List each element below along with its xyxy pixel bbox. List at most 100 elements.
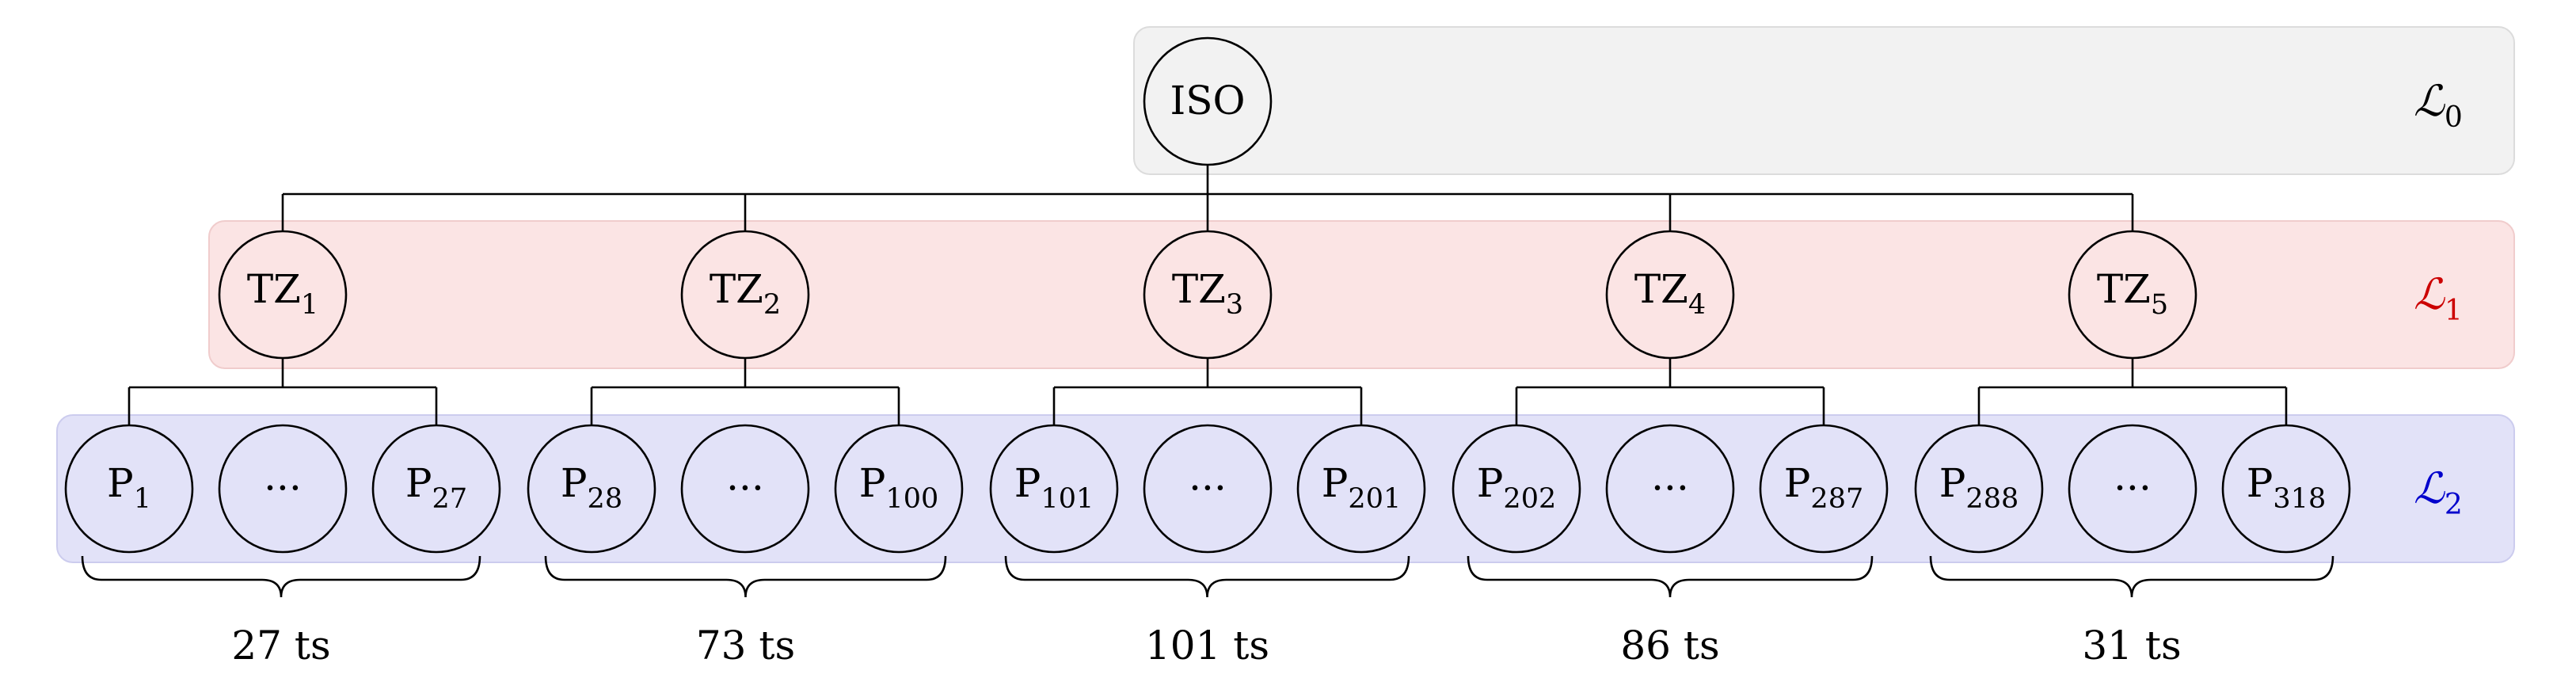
leaf-node-z3-3-label-main: P: [1322, 460, 1349, 506]
zone-node-1-label-main: TZ: [247, 266, 301, 312]
zone-node-4: TZ4: [1605, 230, 1735, 360]
zone-node-5-label-main: TZ: [2097, 266, 2151, 312]
leaf-node-z3-3-label: P201: [1322, 460, 1401, 515]
group-count-5: 31 ts: [2082, 623, 2181, 668]
leaf-node-z2-3-circle: [834, 424, 964, 554]
leaf-node-z2-2-label-main: ···: [726, 465, 764, 511]
leaf-node-z1-1-label: P1: [107, 460, 151, 515]
leaf-node-z4-2-circle: [1605, 424, 1735, 554]
leaf-node-z4-2-label: ···: [1651, 465, 1689, 511]
level-label-subscript: 1: [2445, 295, 2463, 327]
zone-node-3-label-main: TZ: [1172, 266, 1226, 312]
zone-node-3-label: TZ3: [1172, 266, 1243, 321]
leaf-node-z1-1-label-subscript: 1: [134, 483, 151, 515]
leaf-node-z4-1-label-main: P: [1477, 460, 1504, 506]
leaf-node-z5-1-label: P288: [1939, 460, 2019, 515]
leaf-node-z1-3-circle: [371, 424, 501, 554]
brace-group-1: [81, 555, 481, 598]
leaf-node-z3-2-label-main: ···: [1189, 465, 1227, 511]
leaf-node-z5-3: P318: [2221, 424, 2351, 554]
level-label-subscript: 0: [2445, 101, 2463, 134]
zone-node-2-label-subscript: 2: [763, 289, 781, 321]
leaf-node-z2-1-label-subscript: 28: [588, 483, 623, 515]
leaf-node-z2-1: P28: [527, 424, 656, 554]
leaf-node-z1-1-label-main: P: [107, 460, 134, 506]
leaf-node-z1-3-label-subscript: 27: [432, 483, 468, 515]
leaf-node-z2-3-label-subscript: 100: [885, 483, 938, 515]
leaf-node-z1-3-label: P27: [405, 460, 467, 515]
leaf-node-z2-3: P100: [834, 424, 964, 554]
leaf-node-z5-2-label: ···: [2114, 465, 2152, 511]
root-node-iso-label-main: ISO: [1170, 78, 1246, 124]
group-count-1: 27 ts: [231, 623, 330, 668]
leaf-node-z1-2: ···: [218, 424, 348, 554]
zone-node-3-circle: [1143, 230, 1273, 360]
leaf-node-z4-3-label: P287: [1784, 460, 1863, 515]
leaf-node-z5-3-label-main: P: [2247, 460, 2274, 506]
leaf-node-z1-2-label-main: ···: [264, 465, 302, 511]
leaf-node-z5-1-label-subscript: 288: [1965, 483, 2019, 515]
leaf-node-z5-3-label-subscript: 318: [2273, 483, 2326, 515]
leaf-node-z3-1: P101: [989, 424, 1119, 554]
leaf-node-z4-3-circle: [1759, 424, 1889, 554]
zone-node-5: TZ5: [2068, 230, 2197, 360]
leaf-node-z4-1-label: P202: [1477, 460, 1556, 515]
level-band-l0: [1133, 26, 2515, 175]
leaf-node-z3-1-circle: [989, 424, 1119, 554]
leaf-node-z3-3: P201: [1296, 424, 1426, 554]
zone-node-1-circle: [218, 230, 348, 360]
leaf-node-z5-1-circle: [1914, 424, 2044, 554]
leaf-node-z3-2: ···: [1143, 424, 1273, 554]
leaf-node-z3-1-label-subscript: 101: [1041, 483, 1094, 515]
zone-node-4-circle: [1605, 230, 1735, 360]
leaf-node-z3-2-circle: [1143, 424, 1273, 554]
leaf-node-z3-3-label-subscript: 201: [1348, 483, 1401, 515]
level-band-l2: [56, 414, 2515, 563]
leaf-node-z5-3-label: P318: [2247, 460, 2326, 515]
leaf-node-z3-2-label: ···: [1189, 465, 1227, 511]
zone-node-3-label-subscript: 3: [1226, 289, 1243, 321]
leaf-node-z5-2: ···: [2068, 424, 2197, 554]
zone-node-2-label-main: TZ: [710, 266, 763, 312]
zone-node-5-label-subscript: 5: [2151, 289, 2168, 321]
zone-node-2-label: TZ2: [710, 266, 781, 321]
leaf-node-z5-1: P288: [1914, 424, 2044, 554]
group-count-3: 101 ts: [1145, 623, 1269, 668]
group-count-4: 86 ts: [1620, 623, 1719, 668]
zone-node-4-label: TZ4: [1634, 266, 1706, 321]
zone-node-1: TZ1: [218, 230, 348, 360]
zone-node-2-circle: [680, 230, 810, 360]
level-label-symbol: ℒ: [2414, 463, 2445, 513]
leaf-node-z2-2-circle: [680, 424, 810, 554]
leaf-node-z4-2: ···: [1605, 424, 1735, 554]
leaf-node-z4-1: P202: [1452, 424, 1581, 554]
zone-node-4-label-main: TZ: [1634, 266, 1688, 312]
leaf-node-z5-2-circle: [2068, 424, 2197, 554]
leaf-node-z2-3-label-main: P: [859, 460, 886, 506]
level-label-symbol: ℒ: [2414, 269, 2445, 319]
leaf-node-z3-1-label: P101: [1014, 460, 1094, 515]
leaf-node-z2-1-label-main: P: [561, 460, 588, 506]
zone-node-5-label: TZ5: [2097, 266, 2168, 321]
leaf-node-z2-1-circle: [527, 424, 656, 554]
leaf-node-z1-1: P1: [64, 424, 194, 554]
tree-edges: [127, 165, 2288, 425]
leaf-node-z4-3-label-subscript: 287: [1810, 483, 1863, 515]
leaf-node-z2-2: ···: [680, 424, 810, 554]
zone-node-1-label: TZ1: [247, 266, 318, 321]
zone-node-3: TZ3: [1143, 230, 1273, 360]
zone-node-2: TZ2: [680, 230, 810, 360]
level-label-l0: ℒ0: [2414, 76, 2463, 134]
leaf-node-z2-2-label: ···: [726, 465, 764, 511]
brace-group-3: [1004, 555, 1410, 598]
level-label-l2: ℒ2: [2414, 463, 2463, 521]
leaf-node-z4-1-circle: [1452, 424, 1581, 554]
brace-group-4: [1467, 555, 1874, 598]
leaf-node-z4-3: P287: [1759, 424, 1889, 554]
tree-nodes: ISOTZ1P1···P27TZ2P28···P100TZ3P101···P20…: [64, 36, 2351, 554]
leaf-node-z2-1-label: P28: [561, 460, 622, 515]
level-label-l1: ℒ1: [2414, 269, 2463, 327]
leaf-node-z1-3: P27: [371, 424, 501, 554]
level-bands: [56, 26, 2515, 563]
